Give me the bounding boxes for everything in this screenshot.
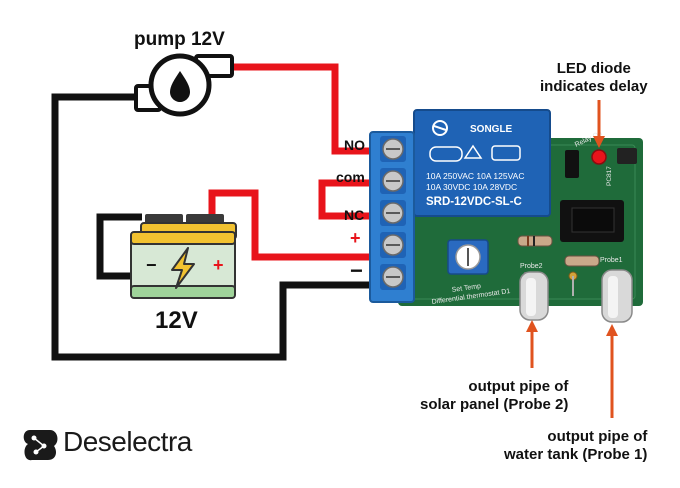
led-indicator bbox=[591, 149, 607, 165]
probe-1-callout-line-1: output pipe of bbox=[547, 428, 648, 445]
terminal-block bbox=[369, 131, 415, 303]
wire-black-battery bbox=[96, 213, 142, 280]
pump-symbol bbox=[134, 53, 234, 117]
board-probe2-mark: Probe2 bbox=[520, 263, 543, 270]
terminal-label-minus: − bbox=[350, 258, 363, 283]
pump-label: pump 12V bbox=[134, 29, 225, 50]
wire-red-pump-to-no bbox=[232, 63, 375, 155]
probe-1-callout: output pipe of water tank (Probe 1) bbox=[504, 428, 647, 464]
terminal-label-nc: NC bbox=[344, 207, 365, 223]
relay: SONGLE 10A 250VAC 10A 125VAC 10A 30VDC 1… bbox=[413, 109, 551, 217]
terminal-screw-no bbox=[380, 136, 406, 162]
thermostat-module: SONGLE 10A 250VAC 10A 125VAC 10A 30VDC 1… bbox=[369, 109, 643, 323]
relay-spec-line-2: 10A 30VDC 10A 28VDC bbox=[426, 182, 517, 192]
terminal-label-no: NO bbox=[344, 137, 365, 153]
relay-brand: SONGLE bbox=[470, 124, 513, 135]
probe-1-sensor bbox=[601, 269, 633, 323]
terminal-screw-minus bbox=[380, 264, 406, 290]
deselectra-logo-icon bbox=[23, 430, 58, 461]
terminal-screw-plus bbox=[380, 232, 406, 258]
terminal-label-com: com bbox=[336, 169, 365, 185]
led-callout: LED diode indicates delay bbox=[540, 60, 648, 96]
wires bbox=[51, 63, 375, 361]
board-ic-mark: PC817 bbox=[606, 166, 613, 186]
wire-red-battery-to-plus bbox=[208, 189, 375, 261]
probe-2-callout-line-2: solar panel (Probe 2) bbox=[420, 396, 569, 413]
lightning-icon bbox=[171, 247, 195, 289]
songle-logo-icon bbox=[432, 120, 448, 136]
board-probe1-mark: Probe1 bbox=[600, 257, 623, 264]
terminal-screw-com bbox=[380, 168, 406, 194]
battery-plus-sign: + bbox=[213, 255, 224, 275]
relay-spec-line-1: 10A 250VAC 10A 125VAC bbox=[426, 171, 524, 181]
deselectra-logo-text: Deselectra bbox=[63, 426, 192, 457]
annotation-arrows bbox=[526, 100, 618, 418]
led-callout-line-2: indicates delay bbox=[540, 78, 648, 95]
set-temp-potentiometer bbox=[447, 239, 489, 275]
wire-red-com-to-plus bbox=[318, 179, 375, 220]
battery-voltage-label: 12V bbox=[155, 307, 198, 334]
probe-2-sensor bbox=[519, 271, 549, 321]
water-drop-icon bbox=[170, 71, 190, 102]
probe-2-callout: output pipe of solar panel (Probe 2) bbox=[420, 378, 568, 414]
battery-symbol: − + bbox=[130, 214, 237, 299]
wire-black-pump-to-minus bbox=[51, 93, 370, 361]
board-set-temp-mark: Set Temp bbox=[451, 283, 481, 294]
battery-minus-sign: − bbox=[146, 255, 157, 275]
terminal-label-plus: + bbox=[350, 228, 361, 248]
led-callout-line-1: LED diode bbox=[556, 60, 631, 77]
probe-2-callout-line-1: output pipe of bbox=[468, 378, 569, 395]
relay-model: SRD-12VDC-SL-C bbox=[426, 196, 522, 208]
terminal-screw-nc bbox=[380, 200, 406, 226]
probe-1-callout-line-2: water tank (Probe 1) bbox=[504, 446, 648, 463]
